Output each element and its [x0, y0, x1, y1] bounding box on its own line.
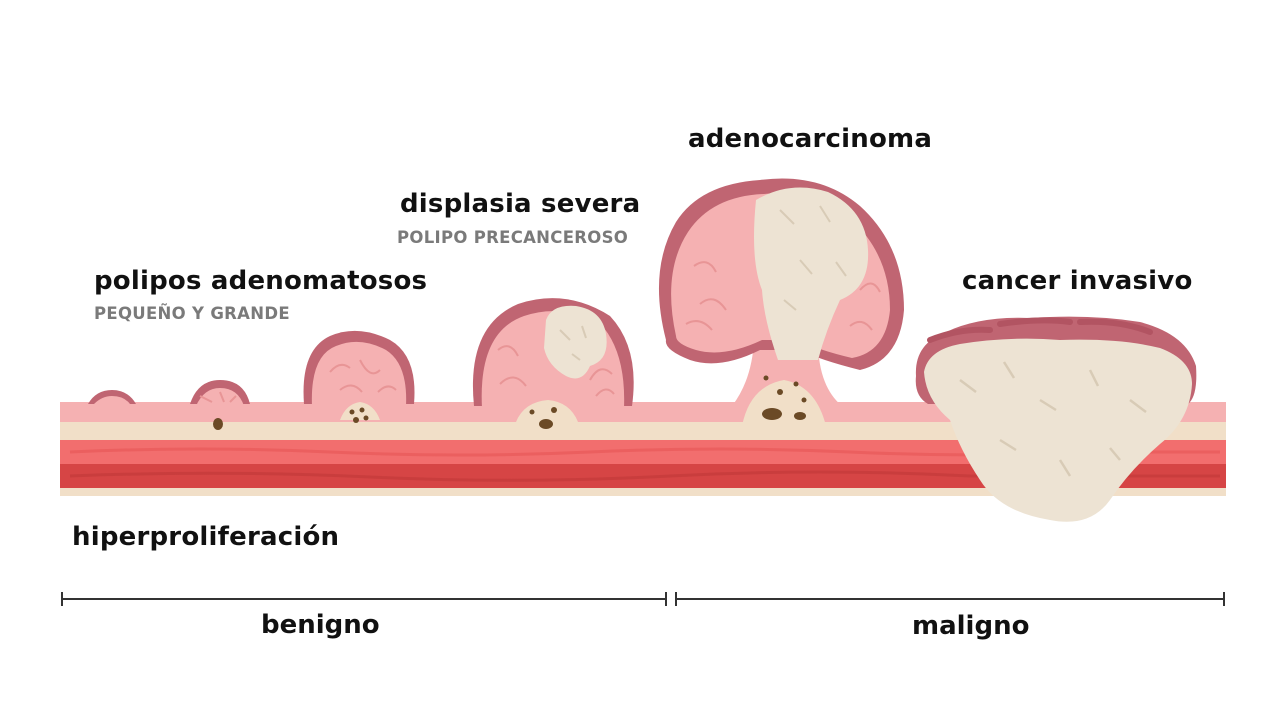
invasive-tumor-mass [924, 338, 1192, 522]
muscle-fiber-streaks-dark [69, 470, 1220, 482]
adenomatous-polyp [303, 330, 415, 423]
dark-dot [539, 419, 553, 429]
dark-dot [363, 415, 369, 421]
label-malignant: maligno [912, 611, 1030, 641]
dark-dot [793, 381, 799, 387]
dysplasia-core [544, 305, 607, 379]
submucosa-layer [60, 422, 1226, 440]
dark-dot [213, 418, 223, 430]
label-adenomatous-polyps: polipos adenomatosos [94, 266, 428, 296]
dark-dot [359, 407, 365, 413]
label-adenocarcinoma: adenocarcinoma [688, 124, 933, 154]
serosa-layer [60, 488, 1226, 496]
dark-dot [551, 407, 557, 413]
label-severe-dysplasia: displasia severa [400, 189, 641, 219]
invasive-cancer-tumor [915, 316, 1197, 522]
label-benign: benigno [261, 610, 380, 640]
sublabel-precancerous-polyp: POLIPO PRECANCEROSO [397, 228, 629, 247]
dark-dot [777, 389, 783, 395]
hyperproliferation-bumps [88, 380, 250, 430]
dark-dot [353, 417, 359, 423]
malignant-range-ruler [675, 592, 1225, 606]
adenocarcinoma-polyp [658, 178, 904, 426]
dark-dot [349, 409, 355, 415]
dark-dot [794, 412, 806, 420]
severe-dysplasia-polyp [472, 298, 634, 429]
benign-range-ruler [61, 592, 667, 606]
label-invasive-cancer: cancer invasivo [962, 266, 1193, 296]
muscle-fiber-streaks [69, 447, 1220, 457]
dark-dot [762, 408, 782, 420]
dark-dot [763, 375, 769, 381]
sublabel-small-and-large: PEQUEÑO Y GRANDE [94, 304, 290, 323]
label-hyperproliferation: hiperproliferación [72, 522, 340, 552]
dark-dot [529, 409, 535, 415]
dark-dot [801, 397, 807, 403]
